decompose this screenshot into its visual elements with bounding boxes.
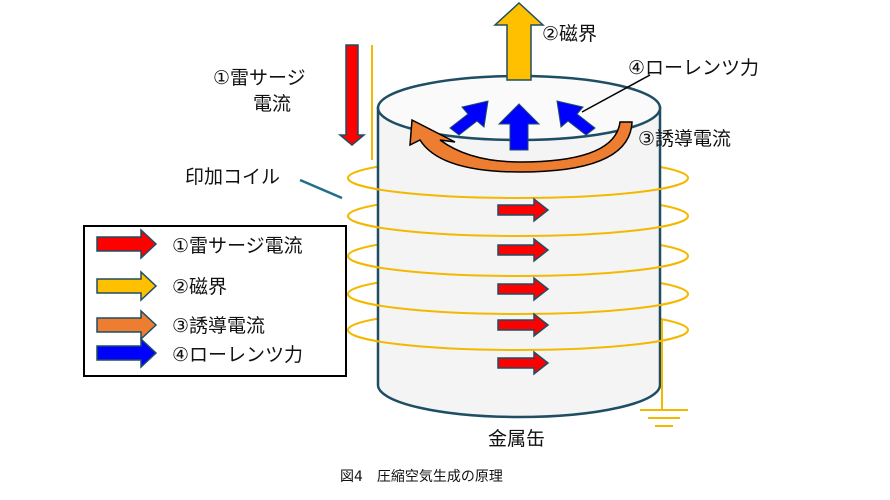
magnetic-field-arrow [493,1,545,81]
figure-caption: 図4 圧縮空気生成の原理 [340,469,503,485]
lorentz-force-arrows [449,100,596,151]
surge-current-arrow [337,44,367,146]
lorentz-force-label: ④ローレンツ力 [628,57,759,79]
surge-current-label: ①雷サージ [213,67,306,89]
legend-swatch-surge [96,228,158,260]
legend-label: ④ローレンツ力 [172,344,303,366]
surge-current-label-2: 電流 [253,93,291,115]
surge-current-arrows [497,197,550,376]
legend: ①雷サージ電流 ②磁界 ③誘導電流 ④ローレンツ力 [83,225,347,377]
coil-leader-line [299,178,343,200]
legend-swatch-field [96,270,158,302]
legend-label: ①雷サージ電流 [172,235,303,257]
coil-front [347,177,689,351]
ground-icon [640,320,688,427]
legend-label: ②磁界 [172,276,227,298]
legend-label: ③誘導電流 [172,315,265,337]
legend-swatch-induced [96,309,158,341]
coil-label: 印加コイル [185,166,280,188]
magnetic-field-label: ②磁界 [542,23,597,45]
lorentz-leader-line [581,74,651,113]
induced-current-arrow [409,118,633,173]
metal-can [376,106,662,419]
induced-current-label: ③誘導電流 [638,128,731,150]
legend-swatch-lorentz [96,337,158,369]
can-label: 金属缶 [488,428,545,450]
